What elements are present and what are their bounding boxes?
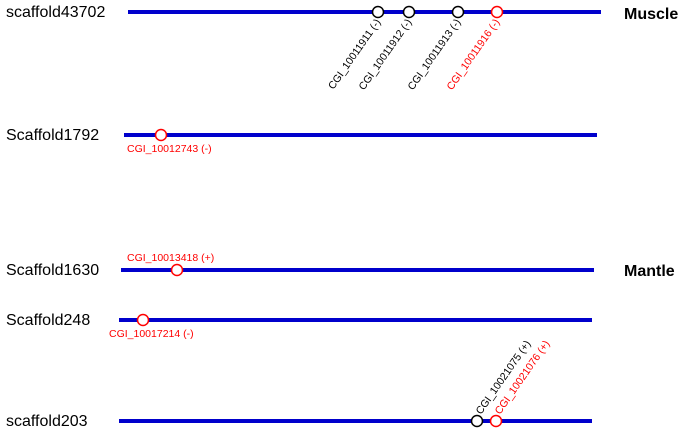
gene-marker-group: CGI_10021075 (+)CGI_10021076 (+)	[470, 338, 553, 428]
gene-marker-group: CGI_10012743 (-)	[127, 128, 212, 155]
tissue-label-muscle: Muscle	[624, 6, 678, 23]
scaffold-row-scaffold43702: scaffold43702 CGI_10011911 (-)CGI_100119…	[6, 4, 601, 92]
scaffold-row-scaffold203: scaffold203 CGI_10021075 (+)CGI_10021076…	[6, 338, 592, 430]
scaffold-row-scaffold1792: Scaffold1792 CGI_10012743 (-)	[6, 127, 597, 155]
gene-marker	[470, 414, 484, 428]
gene-marker-group: CGI_10013418 (+)	[127, 252, 214, 277]
gene-marker-group: CGI_10017214 (-)	[109, 313, 194, 340]
gene-label: CGI_10011911 (-)	[326, 17, 383, 92]
scaffold-row-scaffold248: Scaffold248 CGI_10017214 (-)	[6, 312, 592, 340]
scaffold-label: scaffold43702	[6, 4, 105, 21]
scaffold-label: Scaffold1630	[6, 262, 99, 279]
scaffold-label: Scaffold1792	[6, 127, 99, 144]
scaffold-label: scaffold203	[6, 413, 88, 430]
tissue-label-mantle: Mantle	[624, 263, 675, 280]
gene-marker	[402, 5, 416, 19]
gene-marker	[136, 313, 150, 327]
scaffold-label: Scaffold248	[6, 312, 90, 329]
gene-label: CGI_10012743 (-)	[127, 143, 212, 155]
gene-marker	[451, 5, 465, 19]
gene-marker	[490, 5, 504, 19]
gene-marker	[154, 128, 168, 142]
gene-marker	[170, 263, 184, 277]
gene-marker	[489, 414, 503, 428]
scaffold-row-scaffold1630: Scaffold1630 CGI_10013418 (+)	[6, 252, 594, 279]
gene-label: CGI_10013418 (+)	[127, 252, 214, 264]
gene-label: CGI_10017214 (-)	[109, 328, 194, 340]
gene-marker	[371, 5, 385, 19]
gene-marker-group: CGI_10011911 (-)CGI_10011912 (-)CGI_1001…	[326, 5, 504, 92]
